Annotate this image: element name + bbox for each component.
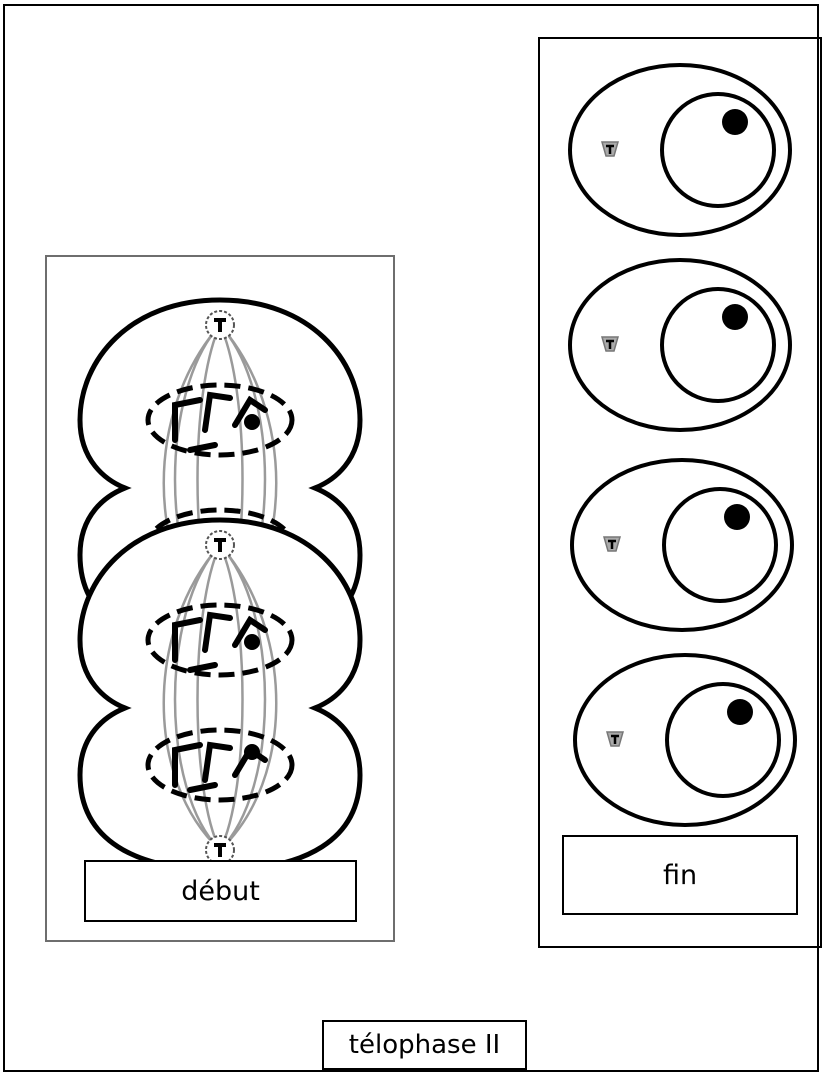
daughter-cell-2 xyxy=(568,258,792,432)
daughter-cell-4 xyxy=(573,653,797,827)
label-start: début xyxy=(84,860,357,922)
daughter-cell-1 xyxy=(568,63,792,237)
daughter-cell-3 xyxy=(570,458,794,632)
dividing-cell-bottom xyxy=(80,520,360,870)
panel-start xyxy=(45,255,395,942)
diagram-title: télophase II xyxy=(322,1020,527,1070)
panel-end xyxy=(538,37,822,948)
label-end: fin xyxy=(562,835,798,915)
